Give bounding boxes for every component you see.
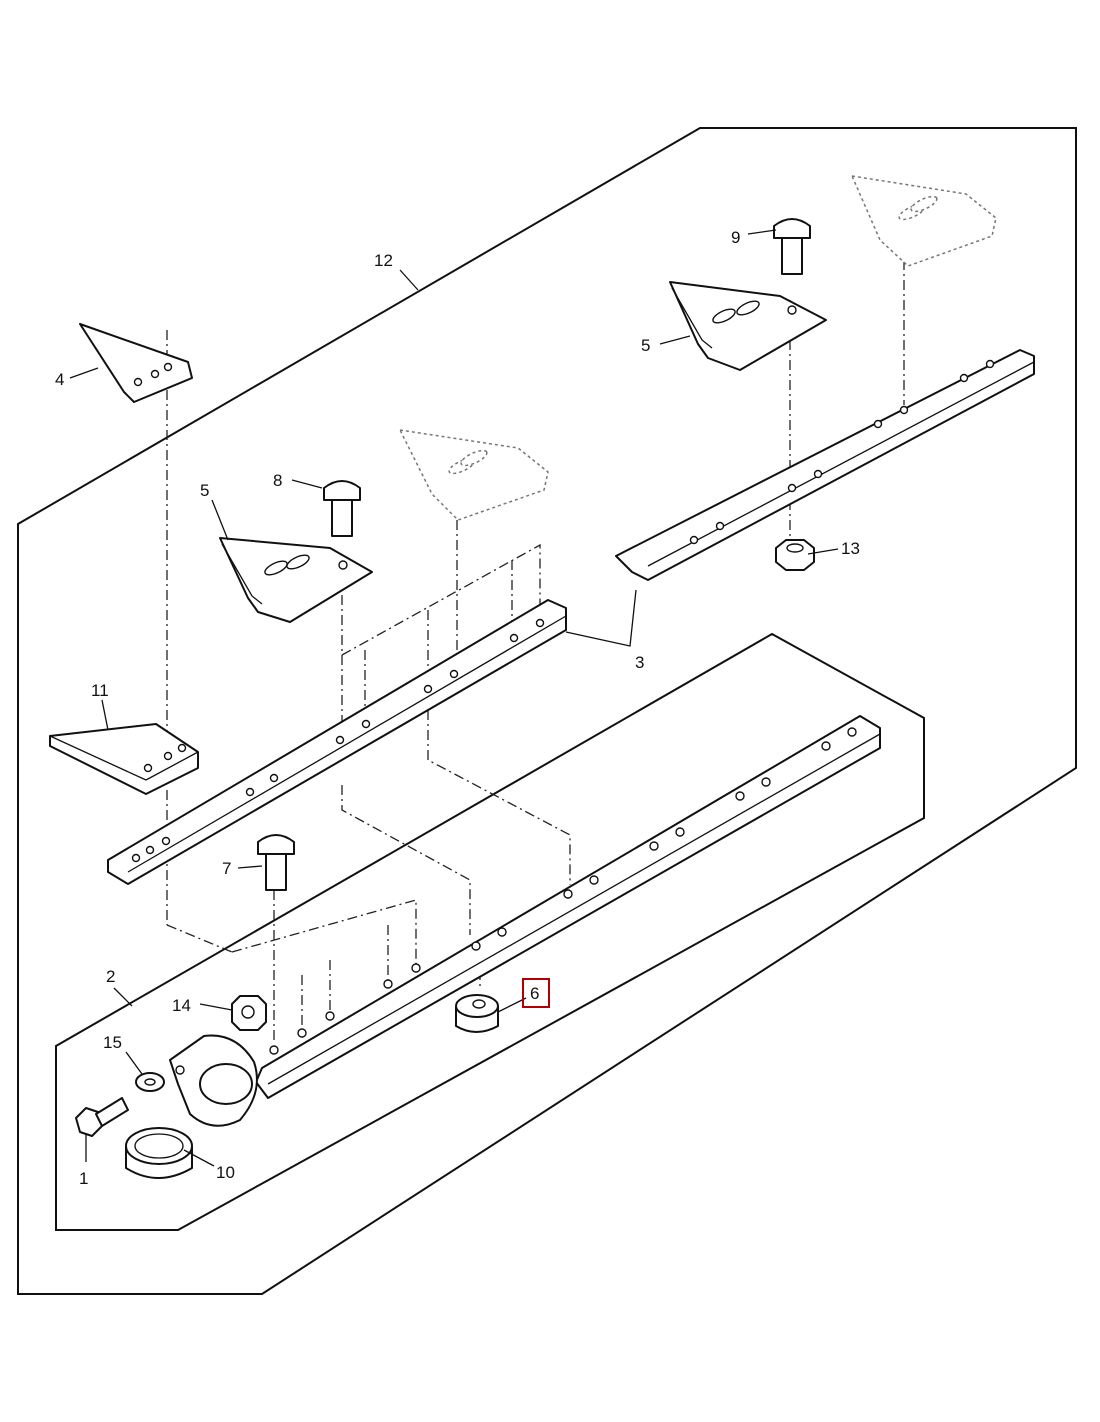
- knife-section-part-5-left: [219, 537, 373, 623]
- callout-5-right: 5: [641, 336, 650, 355]
- callout-12: 12: [374, 251, 393, 270]
- callout-8: 8: [273, 471, 282, 490]
- ghost-section-middle: [398, 429, 549, 521]
- callout-14: 14: [172, 996, 191, 1015]
- bolt-part-1: [75, 1097, 129, 1137]
- bushing-part-10: [125, 1127, 193, 1179]
- knife-back-bar-part-3-left: [107, 599, 567, 885]
- assembly-frame-outer: [17, 127, 1077, 1295]
- callout-10: 10: [216, 1163, 235, 1182]
- bolt-part-7: [257, 834, 295, 891]
- callout-7: 7: [222, 859, 231, 878]
- knife-head-bar: [255, 715, 881, 1099]
- knife-guard-part-11: [49, 723, 199, 795]
- callout-leader-lines: [69, 229, 839, 1167]
- nut-part-13: [775, 539, 815, 571]
- knife-head-eye: [169, 1034, 258, 1127]
- bolt-part-9: [773, 218, 811, 275]
- ghost-section-upper-right: [850, 175, 997, 267]
- callout-13: 13: [841, 539, 860, 558]
- callout-1: 1: [79, 1169, 88, 1188]
- assembly-frame-inner: [55, 632, 925, 1231]
- nut-part-6: [455, 994, 499, 1033]
- knife-section-part-5-right: [669, 281, 827, 371]
- knife-guard-part-4: [79, 323, 193, 403]
- callout-6-highlight-box: [522, 978, 550, 1008]
- callout-15: 15: [103, 1033, 122, 1052]
- washer-part-15: [135, 1072, 165, 1092]
- callout-6: 6: [530, 984, 539, 1003]
- knife-back-bar-part-3-right: [615, 349, 1035, 581]
- nut-part-14: [231, 995, 267, 1031]
- bolt-part-8: [323, 480, 361, 537]
- callout-4: 4: [55, 370, 64, 389]
- callout-5-left: 5: [200, 481, 209, 500]
- callout-3: 3: [635, 653, 644, 672]
- callout-9: 9: [731, 228, 740, 247]
- callout-11: 11: [91, 681, 109, 700]
- callout-2: 2: [106, 967, 115, 986]
